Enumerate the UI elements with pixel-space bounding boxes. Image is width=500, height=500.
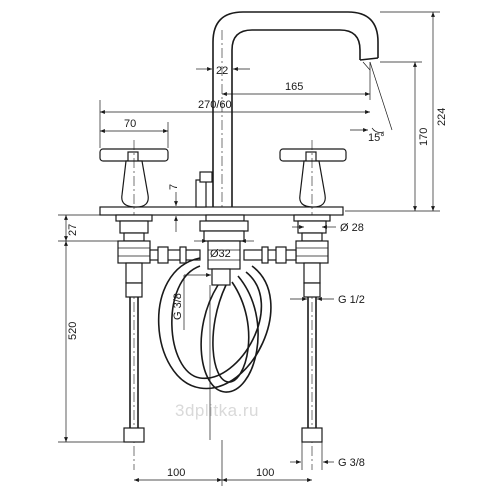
dim-170: 170: [345, 61, 440, 212]
dim-15-degree: 15°: [350, 61, 393, 144]
dim-32: Ø32: [194, 239, 254, 260]
dim-270-60: 270/60: [99, 99, 370, 148]
dim-g38-bottom-label: G 3/8: [338, 457, 365, 469]
dim-g12: G 1/2: [290, 294, 365, 306]
right-supply-pipe: [301, 282, 323, 443]
cross-connectors: [149, 246, 297, 264]
left-supply-pipe: [123, 282, 145, 443]
dim-100-pair: 100 100: [134, 440, 312, 486]
dim-15-degree-label: 15°: [368, 132, 385, 144]
dim-22-label: 22: [216, 65, 228, 77]
right-valve-body: [293, 214, 331, 284]
flexible-hoses: [157, 257, 272, 393]
dim-224-label: 224: [436, 108, 448, 126]
dim-224: 224: [380, 11, 448, 211]
dim-27: 27: [58, 214, 118, 242]
dim-170-label: 170: [418, 128, 430, 146]
left-valve-body: [115, 214, 153, 284]
dim-7-label: 7: [168, 184, 180, 190]
dim-28-label: Ø 28: [340, 222, 364, 234]
dim-g38-bottom: G 3/8: [290, 442, 365, 470]
left-handle: [99, 140, 169, 470]
dim-7: 7: [150, 184, 184, 232]
dim-520-label: 520: [67, 322, 79, 340]
dim-70: 70: [100, 118, 169, 148]
dim-g38-left: G 3/8: [172, 273, 211, 330]
dim-165-label: 165: [285, 81, 303, 93]
dim-70-label: 70: [124, 118, 136, 130]
dim-27-label: 27: [67, 224, 79, 236]
centre-body: [199, 214, 249, 440]
dim-100-left-label: 100: [167, 467, 185, 479]
right-handle: [279, 140, 347, 470]
dim-g38-left-label: G 3/8: [172, 293, 184, 320]
watermark-text: 3dplitka.ru: [175, 401, 259, 420]
spout: [212, 11, 379, 230]
dim-28: Ø 28: [292, 222, 364, 234]
dim-22: 22: [196, 58, 250, 80]
dim-100-right-label: 100: [256, 467, 274, 479]
dim-520: 520: [58, 241, 124, 443]
dim-165: 165: [222, 62, 371, 100]
dim-32-label: Ø32: [210, 248, 231, 260]
dim-g12-label: G 1/2: [338, 294, 365, 306]
dim-270-60-label: 270/60: [198, 99, 232, 111]
